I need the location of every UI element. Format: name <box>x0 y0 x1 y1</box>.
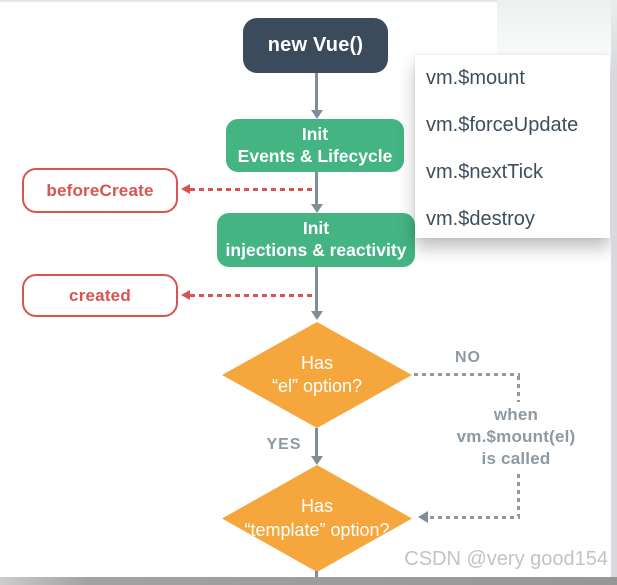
annotation-when-mount-line3: is called <box>481 448 551 468</box>
connector-line <box>315 172 318 204</box>
top-edge-border <box>0 0 617 3</box>
dotted-connector-beforecreate <box>190 188 314 191</box>
vm-method-mount: vm.$mount <box>426 67 525 89</box>
watermark: CSDN @very good154 <box>404 548 608 570</box>
arrowhead-down-icon <box>311 204 323 213</box>
node-init-injections-line2: injections & reactivity <box>225 240 407 260</box>
bottom-edge-bar <box>0 577 617 585</box>
decision-has-el-line2: “el” option? <box>271 376 363 396</box>
label-yes: YES <box>266 436 302 453</box>
node-before-create-label: beforeCreate <box>46 180 154 200</box>
dotted-connector-no <box>414 373 520 376</box>
node-new-vue: new Vue() <box>243 18 388 73</box>
connector-line <box>315 73 318 110</box>
node-created: created <box>22 274 178 317</box>
decision-has-template: Has “template” option? <box>222 465 412 572</box>
annotation-when-mount-line1: when <box>493 405 539 424</box>
vm-method-forceupdate: vm.$forceUpdate <box>426 114 579 136</box>
node-created-label: created <box>69 285 131 305</box>
dotted-connector-no <box>430 516 520 519</box>
red-arrowhead-left-icon <box>181 184 190 194</box>
connector-line <box>315 571 318 578</box>
connector-line <box>315 428 318 456</box>
node-init-injections: Init injections & reactivity <box>217 213 415 267</box>
annotation-when-mount: when vm.$mount(el) is called <box>430 404 602 469</box>
node-before-create: beforeCreate <box>22 168 178 213</box>
arrowhead-down-icon <box>311 456 323 465</box>
label-no: NO <box>455 349 481 366</box>
node-init-events: Init Events & Lifecycle <box>226 119 404 172</box>
arrowhead-down-icon <box>311 110 323 119</box>
vm-methods-panel: vm.$mount vm.$forceUpdate vm.$nextTick v… <box>415 55 610 238</box>
decision-has-el: Has “el” option? <box>222 322 412 428</box>
decision-has-template-line1: Has <box>300 496 333 517</box>
node-init-events-line1: Init <box>301 123 329 144</box>
red-arrowhead-left-icon <box>181 290 190 300</box>
vm-method-nexttick: vm.$nextTick <box>426 161 544 183</box>
dotted-connector-no <box>517 376 520 402</box>
arrowhead-down-icon <box>311 311 323 320</box>
gray-arrowhead-left-icon <box>418 511 428 523</box>
node-init-injections-line1: Init <box>302 218 330 239</box>
node-init-events-line2: Events & Lifecycle <box>237 145 393 166</box>
node-new-vue-label: new Vue() <box>267 34 364 56</box>
vm-method-destroy: vm.$destroy <box>426 208 535 230</box>
dotted-connector-no <box>517 474 520 516</box>
connector-line <box>315 267 318 311</box>
annotation-when-mount-line2: vm.$mount(el) <box>456 426 576 446</box>
top-right-shading <box>497 0 611 56</box>
decision-has-el-line1: Has <box>300 352 333 373</box>
right-edge-border <box>611 0 617 585</box>
dotted-connector-created <box>190 294 312 297</box>
decision-has-template-line2: “template” option? <box>244 519 390 540</box>
